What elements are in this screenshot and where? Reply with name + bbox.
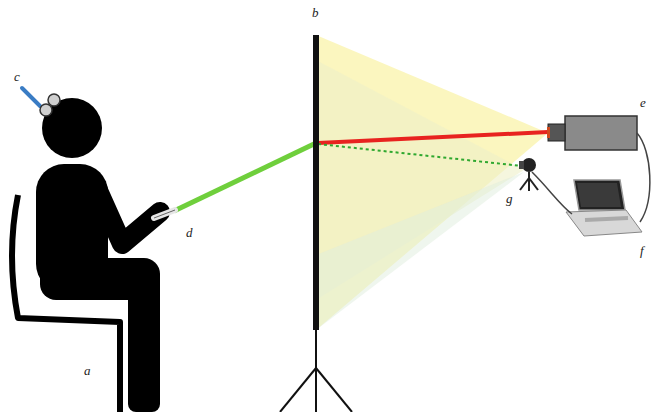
projector-lens (548, 124, 565, 141)
callout-letter: d (186, 226, 193, 239)
arm (96, 186, 160, 244)
laptop-screen (574, 180, 625, 210)
laser-pointer (154, 210, 175, 218)
cable (637, 133, 650, 222)
screen-pole (315, 330, 317, 412)
projection-beam (316, 35, 548, 330)
camera-leg (520, 178, 529, 190)
laptop-keyboard (585, 218, 628, 220)
laptop-base (566, 210, 642, 236)
eye-tracker-lens (48, 94, 60, 106)
laser-pointer-edge (154, 210, 175, 218)
chair (12, 195, 120, 412)
eye-tracker-lens (40, 104, 52, 116)
screen (313, 35, 319, 330)
person (12, 98, 160, 412)
laser-beam (174, 143, 316, 211)
camera-body (522, 158, 536, 172)
camera-leg (528, 178, 530, 191)
callout-letter: g (506, 192, 513, 205)
shin (128, 272, 160, 412)
eye-tracker-arm (22, 88, 40, 106)
lens-glow (547, 127, 550, 138)
projector-ray (318, 132, 548, 143)
laptop-display (577, 183, 621, 207)
callout-letter: b (312, 6, 319, 19)
tripod-leg (316, 368, 352, 412)
projector-body (565, 116, 637, 150)
camera-lens (519, 161, 524, 169)
callout-letter: a (84, 364, 91, 377)
tripod-leg (280, 368, 316, 412)
chair-outline (24, 185, 118, 310)
camera-field-lower (316, 172, 524, 330)
cable (532, 172, 572, 214)
callout-letter: c (14, 70, 20, 83)
camera-leg (529, 178, 538, 190)
camera-ray (318, 144, 522, 166)
callout-letter: f (640, 244, 644, 257)
camera-post (528, 172, 530, 178)
callout-letter: e (640, 96, 646, 109)
